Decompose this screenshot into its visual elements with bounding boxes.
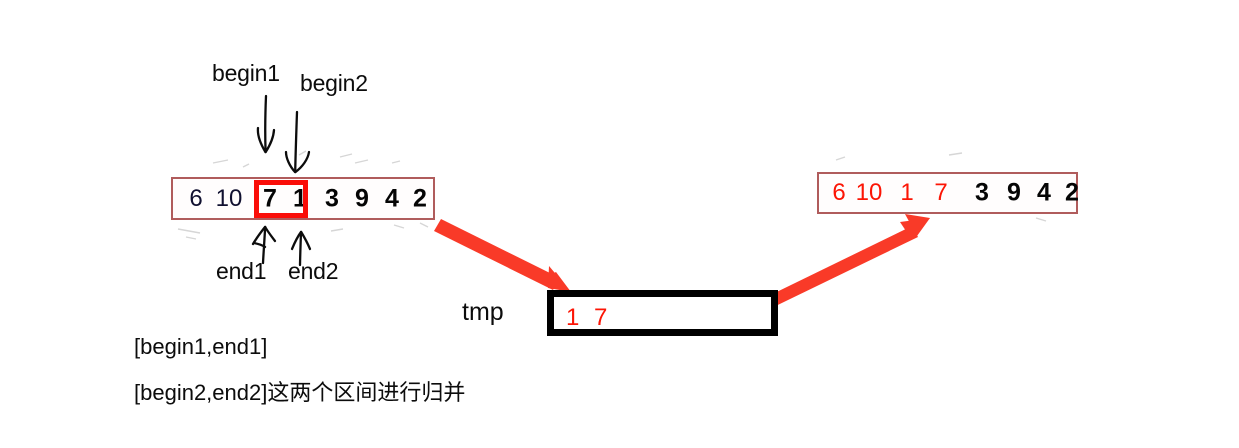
caption-line-2: [begin2,end2]这两个区间进行归并	[134, 380, 466, 405]
arrow-down-icon-begin1	[256, 94, 276, 154]
result-cell-3: 7	[934, 179, 948, 206]
source-cell-6: 4	[385, 184, 399, 212]
tmp-cell-0: 1	[566, 304, 580, 331]
tmp-cell-1: 7	[594, 304, 608, 331]
result-cell-6: 4	[1037, 178, 1051, 207]
label-begin2: begin2	[300, 70, 368, 96]
source-cell-0: 6	[189, 184, 203, 212]
result-cell-2: 1	[900, 179, 914, 206]
result-cell-0: 6	[832, 179, 846, 206]
source-cell-4: 3	[325, 184, 339, 212]
result-cell-7: 2	[1065, 178, 1079, 207]
source-cell-5: 9	[355, 184, 369, 212]
label-end1: end1	[216, 258, 267, 284]
result-cell-4: 3	[975, 178, 989, 207]
source-cell-3: 1	[293, 184, 307, 212]
label-begin1: begin1	[212, 60, 280, 86]
tmp-label: tmp	[462, 298, 504, 326]
source-cell-1: 10	[215, 184, 243, 212]
result-cell-5: 9	[1007, 178, 1021, 207]
tmp-buffer-box: 1 7	[547, 290, 778, 336]
result-cell-1: 10	[855, 179, 883, 206]
source-cell-7: 2	[413, 184, 427, 212]
caption-line-1: [begin1,end1]	[134, 334, 268, 359]
red-arrow-icon-copy-to-tmp	[434, 219, 571, 292]
source-cell-2: 7	[263, 184, 277, 212]
source-array-box: 6 10 7 1 3 9 4 2	[171, 177, 435, 220]
label-end2: end2	[288, 258, 339, 284]
arrow-down-icon-begin2	[284, 110, 311, 174]
result-array-box: 6 10 1 7 3 9 4 2	[817, 172, 1079, 214]
